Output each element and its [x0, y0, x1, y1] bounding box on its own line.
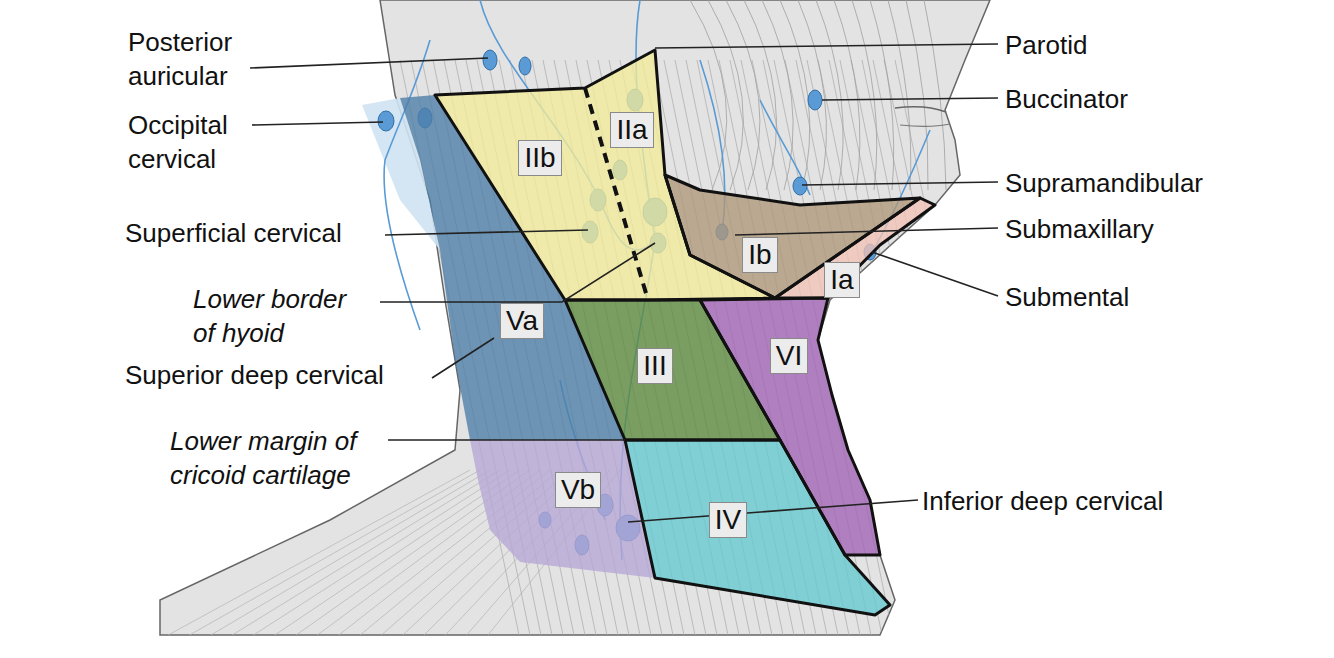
face-muscle-fiber [870, 0, 894, 190]
level-region: Va [400, 95, 625, 440]
level-label: Ib [742, 237, 777, 273]
mouth-line [895, 107, 946, 112]
shoulder-fiber [172, 470, 480, 645]
anatomy-label: Buccinator [1005, 82, 1225, 116]
muscle-fiber [895, 60, 1015, 640]
leader-line [380, 243, 655, 302]
anatomy-label: Inferior deep cervical [922, 484, 1212, 518]
lip-line [900, 124, 950, 126]
level-label: IIb [518, 140, 561, 176]
region-shape [400, 95, 625, 440]
face-muscle-fiber [798, 0, 826, 190]
region-shape [625, 440, 890, 615]
label-holder: Inferior deep cervical [922, 484, 1212, 518]
face-muscle-fiber [780, 0, 810, 190]
leader-line [388, 439, 625, 441]
shoulder-fiber [194, 470, 490, 645]
label-holder: Supramandibular [1005, 166, 1245, 200]
level-label: Va [500, 303, 544, 339]
label-holder: Buccinator [1005, 82, 1225, 116]
shoulder-fiber [216, 470, 500, 645]
level-label-holder: Vb [555, 472, 601, 508]
region-shape-svg [625, 440, 890, 615]
leader-line [628, 500, 918, 522]
region-outline [665, 175, 920, 298]
leader-line [250, 58, 488, 68]
face-muscle-fiber [762, 0, 793, 190]
label-holder: Submental [1005, 280, 1205, 314]
face-muscle-fiber [744, 0, 777, 190]
level-label-holder: IIa [610, 112, 653, 148]
level-region: Vb [470, 440, 655, 578]
face-muscle-fiber [726, 0, 760, 190]
anatomy-label: Superficial cervical [125, 216, 425, 250]
label-holder: Superficial cervical [125, 216, 425, 250]
level-label-holder: IV [709, 502, 747, 538]
head-neck-silhouette [160, 0, 990, 635]
label-holder: Posterior auricular [128, 25, 273, 93]
anatomy-label: Supramandibular [1005, 166, 1245, 200]
anatomy-label: Submental [1005, 280, 1205, 314]
level-label: IV [709, 502, 747, 538]
anatomy-label: Submaxillary [1005, 212, 1225, 246]
leader-line [432, 338, 494, 378]
leader-line [252, 122, 383, 125]
level-region: Ia [775, 198, 935, 298]
muscle-fiber [862, 60, 982, 640]
leader-line [655, 44, 998, 48]
leader-line [735, 228, 998, 235]
level-label-holder: Ib [742, 237, 777, 273]
label-holder: Occipital cervical [128, 108, 273, 176]
leader-line [802, 182, 998, 185]
level-region: IV [625, 440, 890, 615]
region-shape-svg [400, 95, 625, 440]
anatomy-label: Posterior auricular [128, 25, 273, 93]
label-holder: Parotid [1005, 28, 1205, 62]
face-muscle-fiber [690, 0, 727, 190]
leader-line [822, 98, 998, 100]
muscle-fiber [873, 60, 993, 640]
level-label: Ia [824, 262, 859, 298]
shoulder-fiber [238, 470, 510, 645]
region-shape-svg [470, 440, 655, 578]
anatomy-label: Lower margin of cricoid cartilage [170, 424, 398, 492]
level-label-holder: VI [770, 338, 808, 374]
label-holder: Lower margin of cricoid cartilage [170, 424, 398, 492]
muscle-hatching [150, 0, 1015, 645]
face-muscle-fiber [888, 0, 911, 190]
anatomy-label: Occipital cervical [128, 108, 273, 176]
region-outline [625, 440, 890, 615]
level-label-holder: Ia [824, 262, 859, 298]
region-shape [775, 198, 935, 298]
anatomy-label: Lower border of hyoid [193, 282, 368, 350]
muscle-fiber [884, 60, 1004, 640]
label-holder: Superior deep cervical [125, 358, 435, 392]
label-holder: Submaxillary [1005, 212, 1225, 246]
face-muscle-fiber [708, 0, 743, 190]
level-label: IIa [610, 112, 653, 148]
region-outline [775, 198, 935, 298]
level-label: Vb [555, 472, 601, 508]
face-muscle-fiber [834, 0, 860, 190]
level-label-holder: Va [500, 303, 544, 339]
region-shape [470, 440, 655, 578]
region-outline [700, 298, 880, 555]
level-label-holder: III [637, 348, 672, 384]
anatomy-label: Superior deep cervical [125, 358, 435, 392]
level-label: III [637, 348, 672, 384]
sublevel-divider [585, 88, 648, 300]
region-outline [565, 300, 780, 440]
face-muscle-fiber [852, 0, 877, 190]
anatomy-label: Parotid [1005, 28, 1205, 62]
label-holder: Lower border of hyoid [193, 282, 368, 350]
leader-line [872, 252, 998, 296]
region-outline [435, 50, 775, 300]
level-label: VI [770, 338, 808, 374]
face-muscle-fiber [924, 0, 946, 190]
level-label-holder: IIb [518, 140, 561, 176]
leader-line [385, 230, 588, 235]
